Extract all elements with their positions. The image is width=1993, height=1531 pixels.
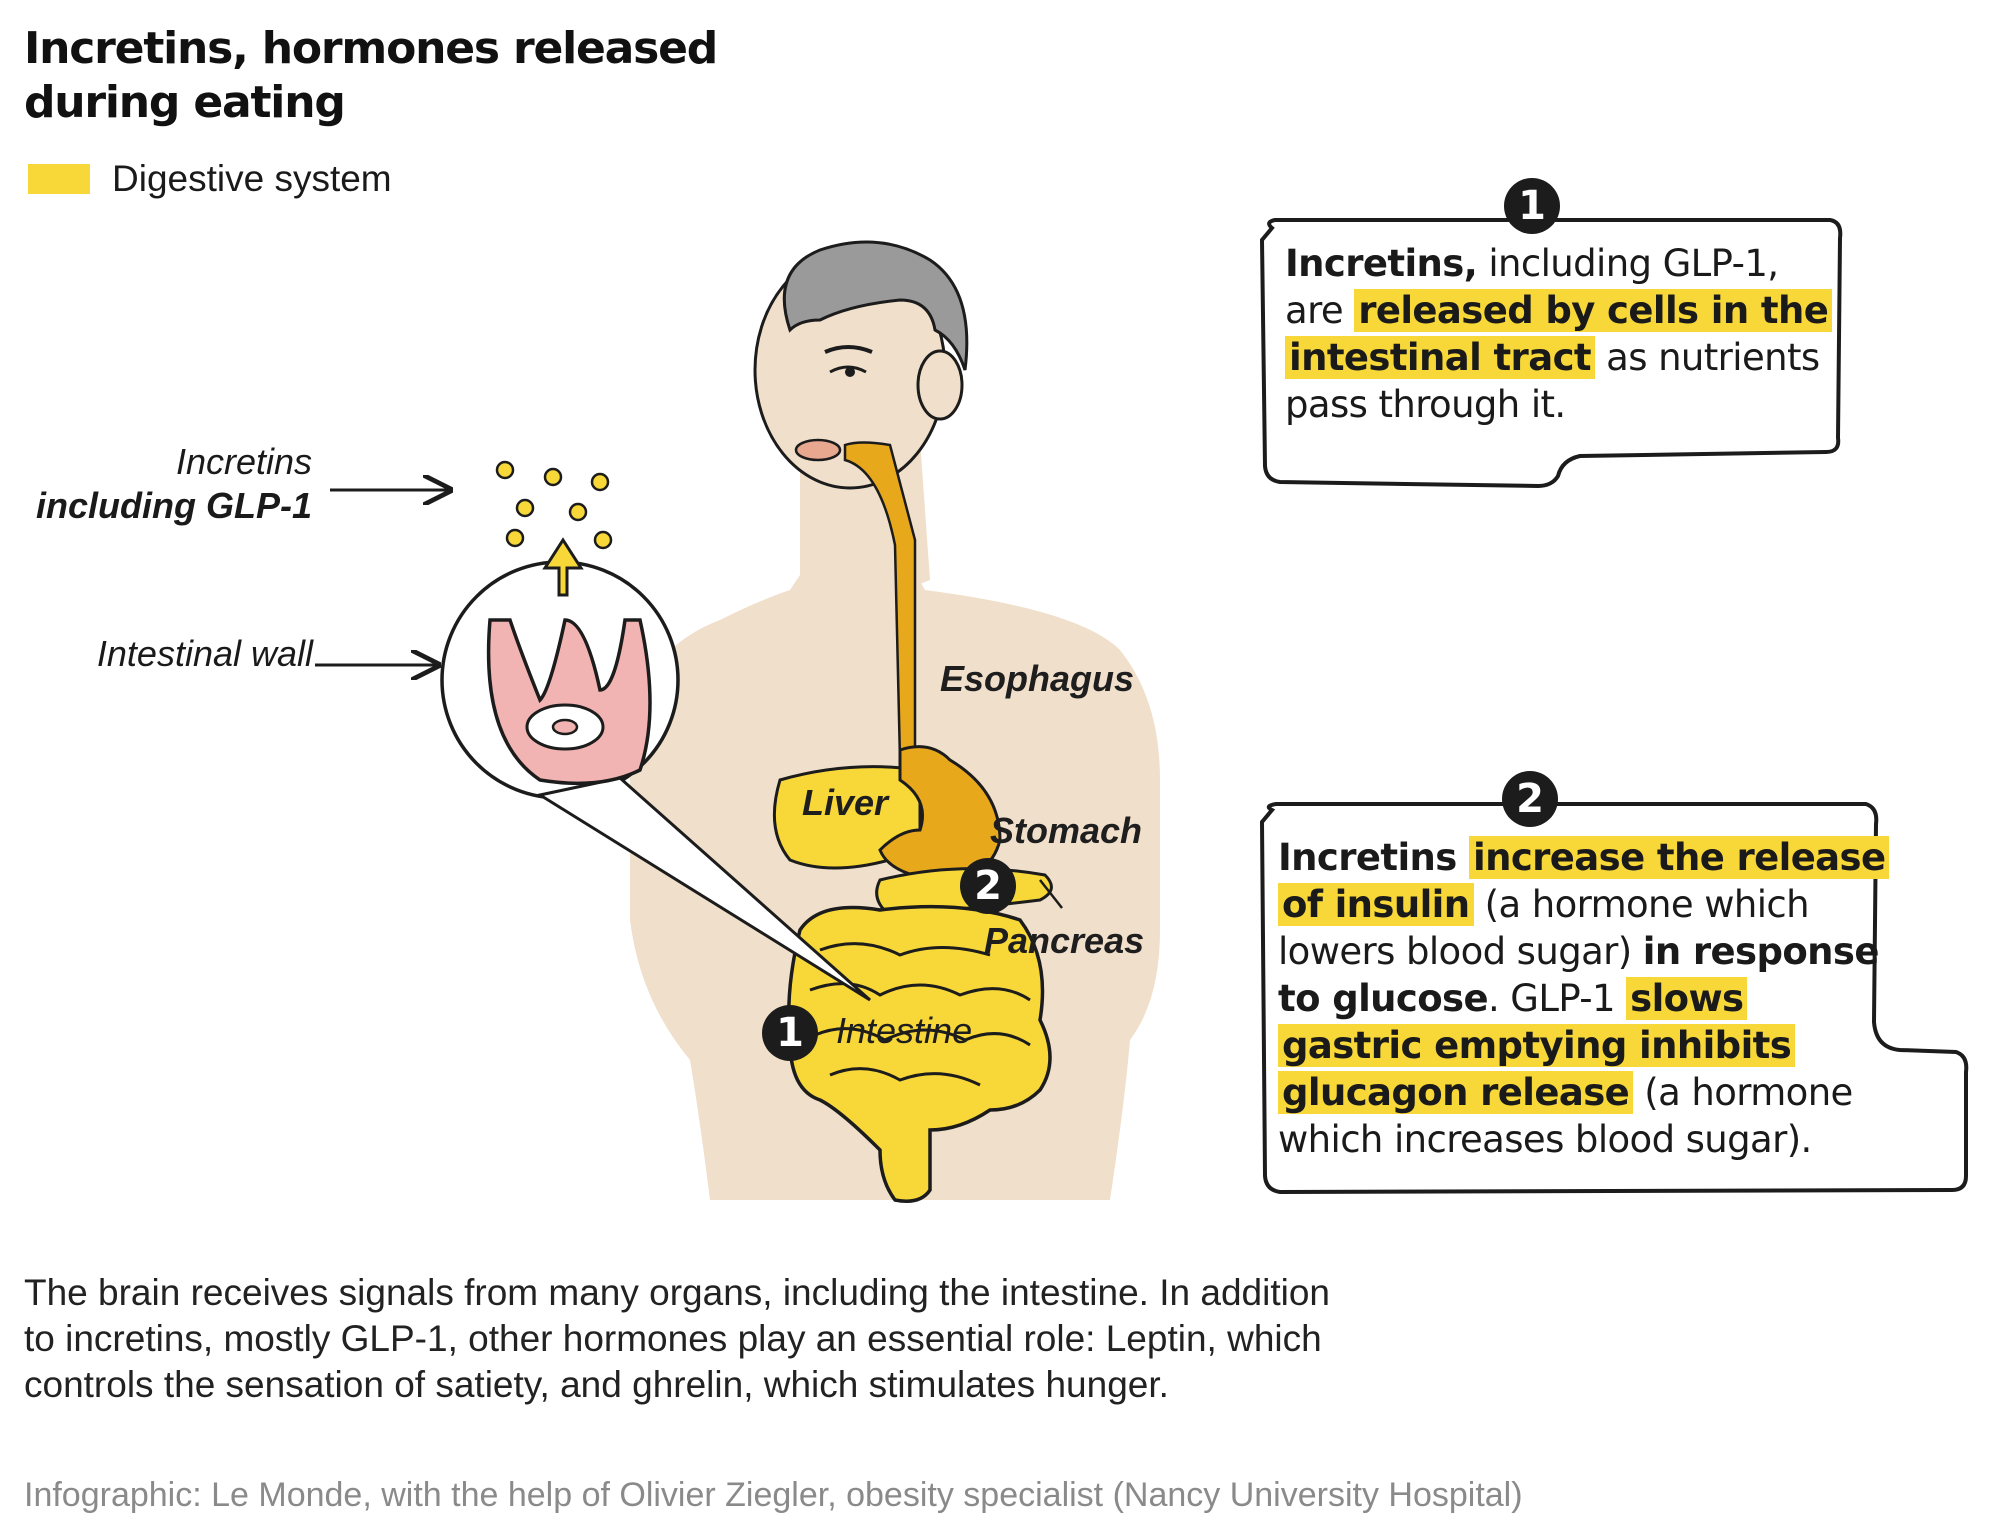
incretins-label-line1: Incretins bbox=[175, 441, 312, 482]
ear bbox=[916, 349, 964, 421]
callout-1-text: Incretins, including GLP-1, are released… bbox=[1285, 240, 1845, 428]
stomach-label: Stomach bbox=[990, 810, 1143, 851]
incretin-particle bbox=[543, 467, 563, 487]
incretin-particle bbox=[505, 528, 525, 548]
marker-2: 2 bbox=[960, 858, 1016, 914]
body-text: The brain receives signals from many org… bbox=[24, 1272, 1330, 1405]
incretin-particle bbox=[495, 460, 515, 480]
callout-2-lead: Incretins bbox=[1278, 836, 1469, 879]
intestinal-wall-label: Intestinal wall bbox=[96, 633, 313, 674]
callout-2-span-2: . GLP-1 bbox=[1487, 977, 1627, 1020]
intestine-label: Intestine bbox=[836, 1010, 973, 1051]
incretins-label-line2: including GLP-1 bbox=[36, 485, 312, 526]
intestinal-wall-core bbox=[551, 718, 579, 736]
hair bbox=[782, 240, 969, 371]
callout-2-number: 2 bbox=[1502, 771, 1558, 827]
esophagus-label: Esophagus bbox=[940, 658, 1135, 699]
eyebrow bbox=[824, 345, 873, 354]
marker-1: 1 bbox=[762, 1005, 818, 1061]
incretin-particles bbox=[495, 460, 613, 550]
callout-2-span-1: (a hormone which lowers blood sugar) bbox=[1278, 883, 1810, 973]
legend-swatch bbox=[28, 164, 90, 194]
pancreas-label: Pancreas bbox=[984, 920, 1145, 961]
zoom-pointer bbox=[536, 776, 871, 1002]
liver bbox=[772, 765, 922, 870]
callout-1-number: 1 bbox=[1504, 178, 1560, 234]
legend: Digestive system bbox=[28, 158, 392, 200]
incretin-particle bbox=[590, 472, 610, 492]
callout-2-span-3: (a hormone which increases blood sugar). bbox=[1278, 1071, 1853, 1161]
legend-label: Digestive system bbox=[112, 158, 392, 199]
callout-1-span-1: including GLP-1, are bbox=[1285, 242, 1779, 332]
callout-2-text: Incretins increase the release of insuli… bbox=[1278, 834, 1890, 1163]
incretin-particle bbox=[593, 530, 613, 550]
page-title: Incretins, hormones released during eati… bbox=[24, 23, 718, 128]
incretins-label: Incretins including GLP-1 bbox=[36, 440, 312, 528]
credit: Infographic: Le Monde, with the help of … bbox=[24, 1476, 1523, 1514]
release-arrow bbox=[542, 537, 584, 597]
pancreas-arrow bbox=[1039, 879, 1063, 909]
callout-1-lead: Incretins, bbox=[1285, 242, 1478, 285]
liver-label: Liver bbox=[802, 782, 889, 823]
incretin-particle bbox=[568, 502, 588, 522]
callout-1-span-2: as nutrients pass through it. bbox=[1285, 336, 1820, 426]
callout-2-bold: in response to glucose bbox=[1278, 930, 1879, 1020]
mouth bbox=[794, 438, 842, 462]
incretin-particle bbox=[515, 498, 535, 518]
intestinal-wall-shape bbox=[486, 618, 652, 786]
esophagus bbox=[843, 441, 917, 762]
eye bbox=[829, 365, 867, 374]
pupil bbox=[845, 367, 855, 377]
